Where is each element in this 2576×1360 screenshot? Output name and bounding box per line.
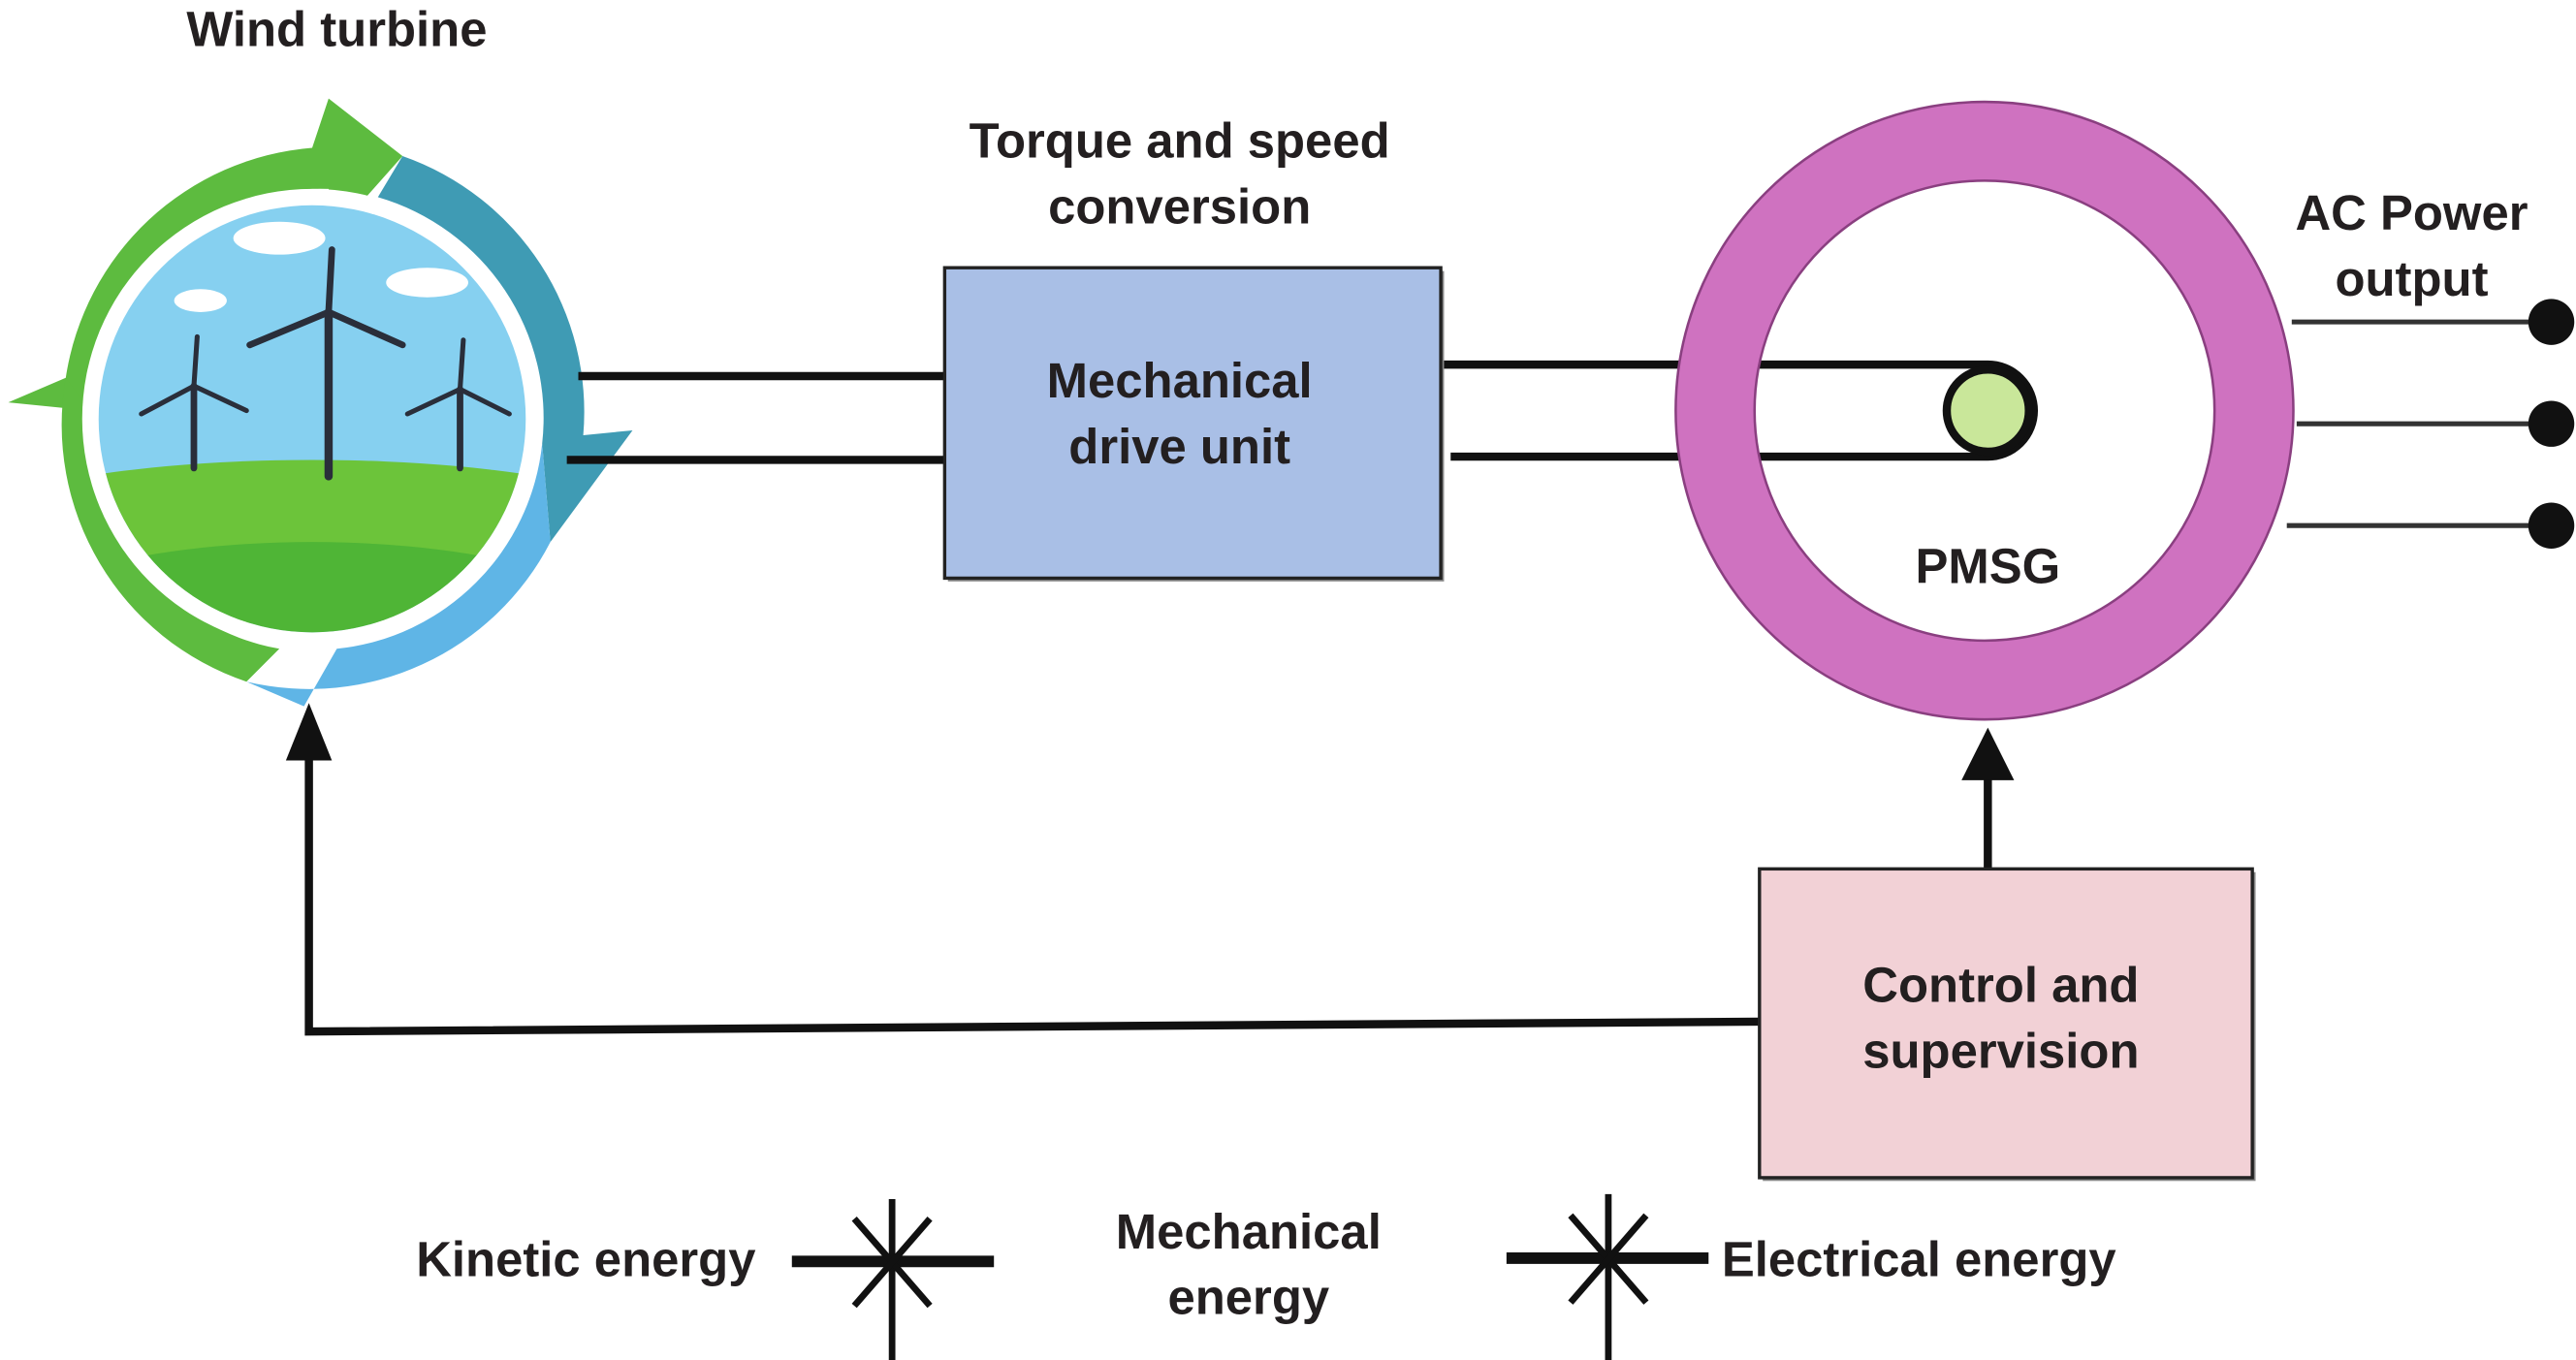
- legend: Kinetic energy Mechanical energy Electri…: [416, 1193, 2116, 1360]
- control-to-pmsg-arrow: [1961, 727, 2015, 870]
- legend-electrical: Electrical energy: [1722, 1232, 2116, 1287]
- legend-mechanical-2: energy: [1167, 1270, 1329, 1325]
- pmsg-generator: PMSG: [1674, 100, 2295, 721]
- control-supervision-box: Control and supervision: [1758, 867, 2256, 1182]
- torque-label-2: conversion: [1048, 178, 1311, 234]
- pmsg-label: PMSG: [1915, 539, 2060, 594]
- legend-mechanical: Mechanical: [1116, 1204, 1382, 1259]
- mechanical-electrical-symbol: [1506, 1193, 1709, 1360]
- rotor: [1942, 365, 2033, 457]
- shaft-lines: [566, 360, 2039, 464]
- control-box-line2: supervision: [1862, 1023, 2139, 1078]
- wind-turbine-icon: [8, 98, 633, 707]
- mech-box-line2: drive unit: [1068, 419, 1290, 474]
- wind-turbine-title: Wind turbine: [186, 1, 487, 56]
- ac-output-terminals: [2286, 299, 2575, 549]
- mech-box-line1: Mechanical: [1047, 353, 1313, 408]
- feedback-arrow: [285, 703, 1760, 1036]
- ac-output-label-2: output: [2335, 251, 2488, 306]
- torque-label: Torque and speed: [970, 113, 1390, 169]
- mechanical-drive-unit-box: Mechanical drive unit: [942, 266, 1445, 582]
- control-box-line1: Control and: [1862, 958, 2139, 1013]
- legend-kinetic: Kinetic energy: [416, 1232, 755, 1287]
- ac-output-label: AC Power: [2295, 185, 2528, 240]
- kinetic-mechanical-symbol: [791, 1198, 995, 1360]
